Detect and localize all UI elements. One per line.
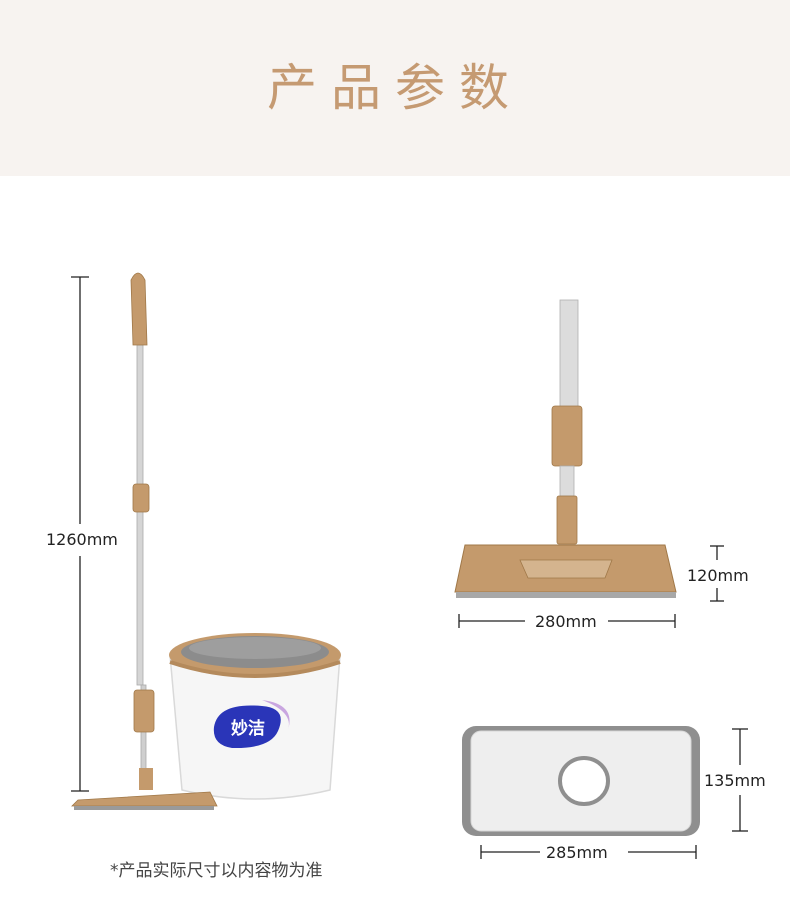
- head-depth-dimension: [710, 545, 724, 602]
- mop-height-dimension: [71, 276, 89, 792]
- head-width-label: 280mm: [533, 612, 599, 631]
- pad-width-label: 285mm: [544, 843, 610, 862]
- pad-depth-dimension: [732, 728, 748, 832]
- mop-head-image: [454, 299, 677, 598]
- size-disclaimer: *产品实际尺寸以内容物为准: [110, 861, 323, 881]
- bucket-image: [169, 633, 341, 800]
- pad-width-dimension: [480, 845, 697, 859]
- head-depth-label: 120mm: [685, 566, 751, 585]
- full-mop-image: [71, 272, 218, 810]
- pad-depth-label: 135mm: [702, 771, 768, 790]
- bucket-logo-text: 妙洁: [231, 718, 265, 739]
- page-title: 产品参数: [267, 59, 523, 117]
- mop-pad-image: [462, 726, 700, 836]
- header-banner: 产品参数: [0, 0, 790, 176]
- head-width-dimension: [458, 614, 676, 628]
- mop-height-label: 1260mm: [44, 530, 120, 549]
